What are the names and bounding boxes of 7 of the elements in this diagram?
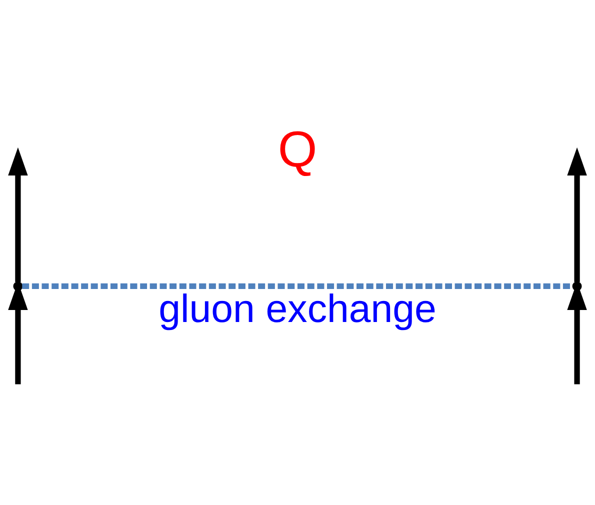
node-point — [572, 280, 582, 290]
label: Q — [278, 120, 318, 178]
connector — [22, 282, 573, 289]
edge-label: gluon exchange — [158, 286, 436, 330]
arrow — [8, 146, 28, 282]
arrow — [567, 146, 587, 282]
node-point — [13, 280, 23, 290]
